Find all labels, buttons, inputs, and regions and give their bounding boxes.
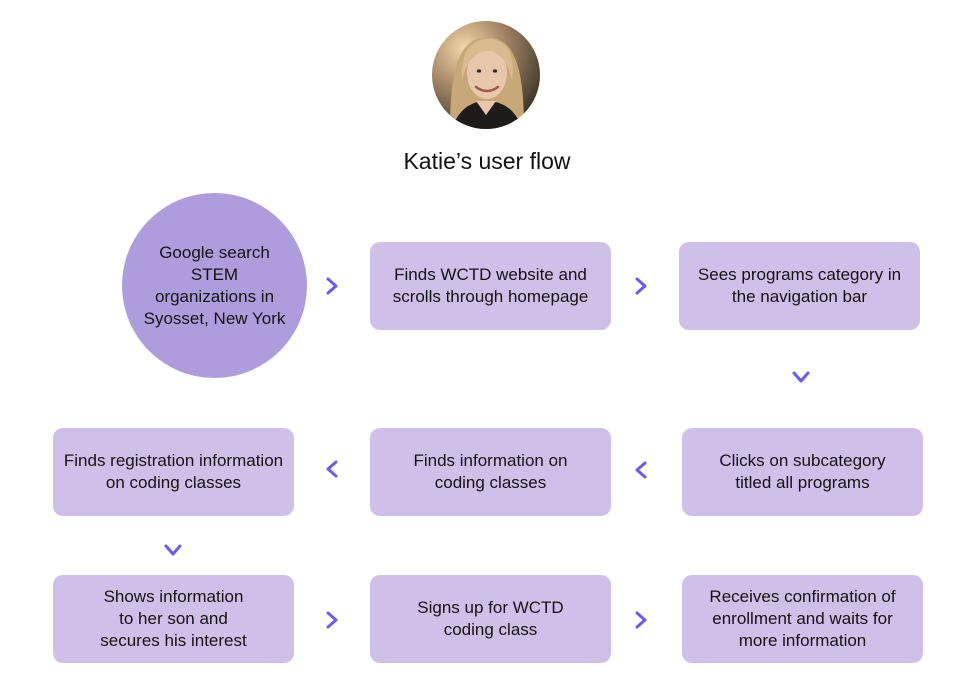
chevron-right-icon bbox=[323, 611, 341, 629]
step-label: Shows information to her son and secures… bbox=[100, 587, 247, 650]
step-finds-registration: Finds registration information on coding… bbox=[53, 428, 294, 516]
step-receives-confirmation: Receives confirmation of enrollment and … bbox=[682, 575, 923, 663]
chevron-down-icon bbox=[164, 541, 182, 559]
step-shows-son: Shows information to her son and secures… bbox=[53, 575, 294, 663]
step-clicks-subcategory: Clicks on subcategory titled all program… bbox=[682, 428, 923, 516]
page-title: Katie’s user flow bbox=[403, 148, 571, 174]
chevron-left-icon bbox=[323, 460, 341, 478]
step-label: Sees programs category in the navigation… bbox=[697, 265, 902, 306]
step-label: Receives confirmation of enrollment and … bbox=[709, 587, 896, 650]
step-finds-website: Finds WCTD website and scrolls through h… bbox=[370, 242, 611, 330]
chevron-right-icon bbox=[632, 277, 650, 295]
step-label: Signs up for WCTD coding class bbox=[417, 598, 564, 639]
chevron-left-icon bbox=[632, 461, 650, 479]
step-label: Finds information on coding classes bbox=[413, 451, 568, 492]
step-label: Finds WCTD website and scrolls through h… bbox=[392, 265, 589, 306]
step-signs-up: Signs up for WCTD coding class bbox=[370, 575, 611, 663]
chevron-down-icon bbox=[792, 368, 810, 386]
step-label: Finds registration information on coding… bbox=[63, 451, 284, 492]
chevron-right-icon bbox=[323, 277, 341, 295]
user-avatar bbox=[432, 21, 540, 129]
step-label: Google search STEM organizations in Syos… bbox=[143, 242, 286, 328]
portrait-icon bbox=[432, 21, 540, 129]
step-label: Clicks on subcategory titled all program… bbox=[719, 451, 886, 492]
step-finds-information: Finds information on coding classes bbox=[370, 428, 611, 516]
step-google-search: Google search STEM organizations in Syos… bbox=[122, 193, 307, 378]
step-sees-programs: Sees programs category in the navigation… bbox=[679, 242, 920, 330]
chevron-right-icon bbox=[632, 611, 650, 629]
